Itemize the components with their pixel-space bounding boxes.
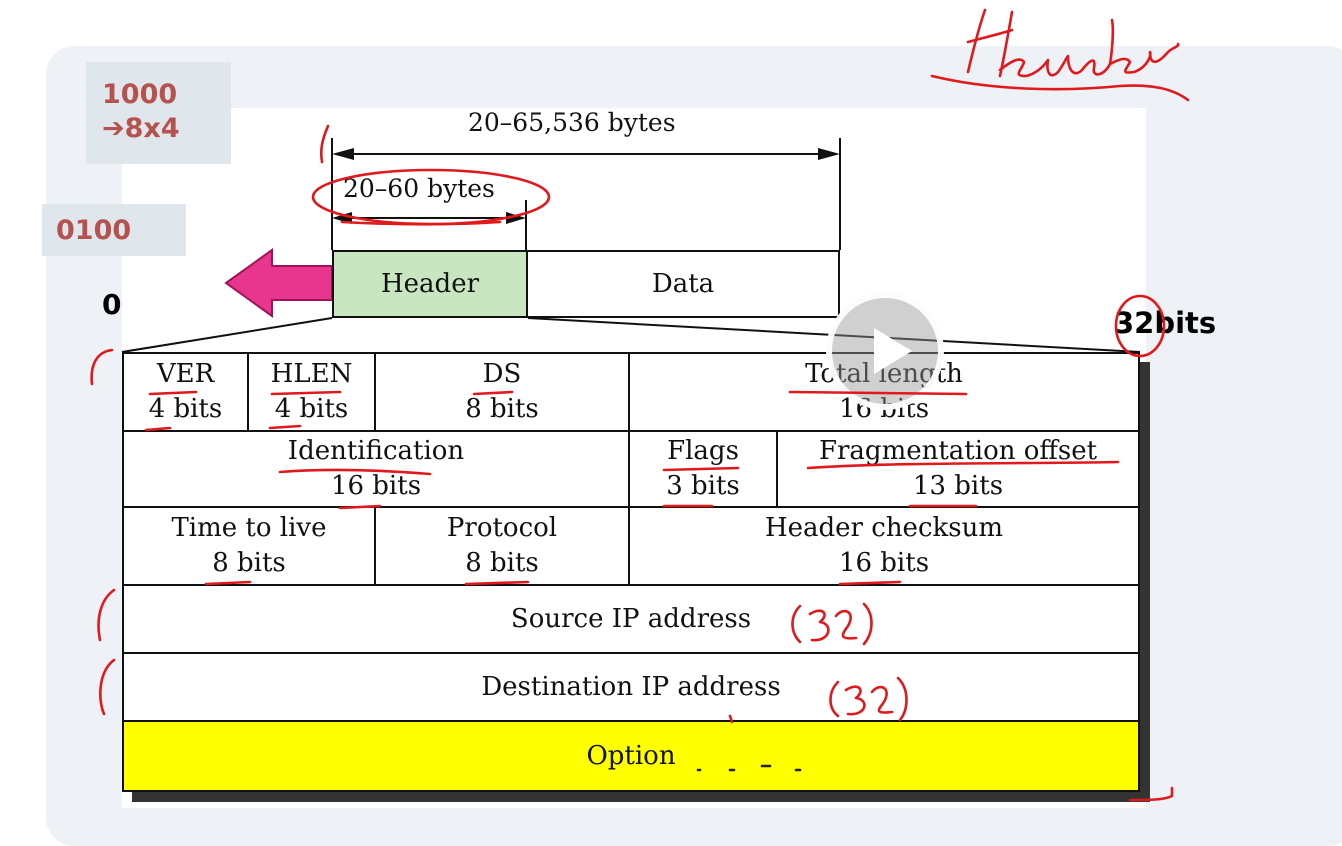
- play-icon: [874, 328, 912, 374]
- field-size: 13 bits: [912, 471, 1004, 501]
- field-name: HLEN: [270, 359, 353, 389]
- field-name: Source IP address: [510, 603, 752, 634]
- note-1000-text: 1000: [102, 79, 178, 110]
- field-size: 4 bits: [148, 394, 223, 424]
- datagram-data-segment: Data: [526, 250, 840, 318]
- field-source-ip: Source IP address: [122, 584, 1140, 654]
- width-32bits-label: 32bits: [1114, 306, 1217, 340]
- field-size: 3 bits: [666, 471, 740, 501]
- ip-header-format: VER 4 bits HLEN 4 bits DS 8 bits Total l…: [122, 352, 1140, 792]
- note-8x4-text: ➔8x4: [102, 113, 180, 144]
- field-option: Option: [122, 720, 1140, 792]
- note-box-1000: 1000 ➔8x4: [86, 62, 231, 164]
- note-box-0100: 0100: [42, 204, 186, 256]
- field-size: 8 bits: [212, 548, 286, 578]
- field-size: 8 bits: [465, 394, 539, 424]
- field-ver: VER 4 bits: [122, 352, 249, 432]
- bit-zero-label: 0: [102, 288, 122, 321]
- field-header-checksum: Header checksum 16 bits: [628, 506, 1140, 586]
- field-name: Fragmentation offset: [818, 436, 1098, 466]
- field-name: Destination IP address: [481, 671, 781, 702]
- play-button[interactable]: [826, 292, 944, 410]
- field-size: 16 bits: [330, 471, 422, 501]
- note-0100-text: 0100: [56, 215, 132, 246]
- header-length-label: 20–60 bytes: [343, 174, 495, 203]
- field-size: 8 bits: [465, 548, 539, 578]
- field-name: VER: [156, 359, 215, 389]
- field-destination-ip: Destination IP address: [122, 652, 1140, 722]
- field-size: 4 bits: [274, 394, 349, 424]
- field-fragmentation-offset: Fragmentation offset 13 bits: [776, 430, 1140, 508]
- field-ds: DS 8 bits: [374, 352, 630, 432]
- field-name: DS: [482, 359, 522, 389]
- field-name: Protocol: [446, 513, 558, 543]
- field-identification: Identification 16 bits: [122, 430, 630, 508]
- total-length-label: 20–65,536 bytes: [468, 108, 676, 137]
- datagram-header-segment: Header: [332, 250, 528, 318]
- field-flags: Flags 3 bits: [628, 430, 778, 508]
- field-name: Identification: [287, 436, 465, 466]
- field-protocol: Protocol 8 bits: [374, 506, 630, 586]
- field-size: 16 bits: [838, 548, 930, 578]
- field-name: Header checksum: [764, 513, 1004, 543]
- field-time-to-live: Time to live 8 bits: [122, 506, 376, 586]
- field-name: Time to live: [171, 513, 327, 543]
- field-name: Option: [586, 740, 676, 771]
- field-hlen: HLEN 4 bits: [247, 352, 376, 432]
- field-name: Flags: [667, 436, 739, 466]
